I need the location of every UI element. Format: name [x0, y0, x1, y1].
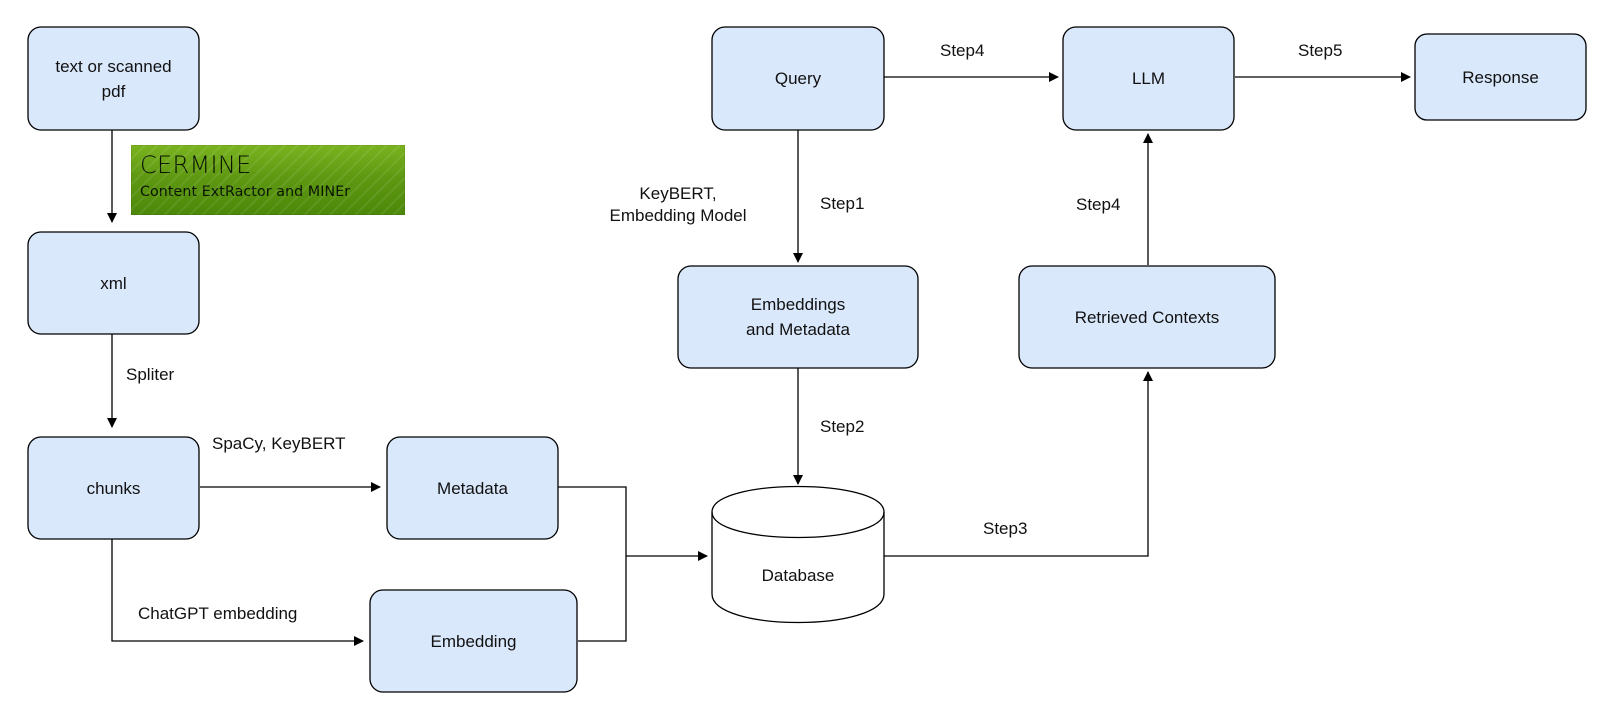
edge-label-step2: Step2 [820, 417, 865, 436]
edge-chunks-to-embedding [111, 539, 364, 646]
edge-metadata-to-database [558, 486, 708, 561]
edge-embedding-to-database [578, 556, 627, 642]
node-chunks [27, 436, 200, 540]
edge-label-step4-right: Step4 [1076, 195, 1121, 214]
cermine-logo: CERMINE Content ExtRactor and MINEr [131, 145, 405, 215]
edge-label-step1: Step1 [820, 194, 865, 213]
edge-label-spacy-keybert: SpaCy, KeyBERT [212, 434, 346, 453]
edge-label-chatgpt-embedding: ChatGPT embedding [138, 604, 298, 623]
node-database [711, 485, 885, 624]
edge-label-step4-top: Step4 [940, 41, 985, 60]
node-source [27, 26, 200, 131]
edge-label-keybert-embedding-model: KeyBERT, Embedding Model [609, 184, 747, 225]
node-response [1414, 33, 1587, 121]
node-metadata [386, 436, 559, 540]
edge-label-step5: Step5 [1298, 41, 1343, 60]
node-llm [1062, 26, 1235, 131]
node-retrieved-contexts [1018, 265, 1276, 369]
node-xml [27, 231, 200, 335]
node-embedding [369, 589, 578, 693]
edge-database-to-contexts [884, 371, 1153, 557]
cermine-logo-subtitle: Content ExtRactor and MINEr [140, 184, 351, 200]
node-query [711, 26, 885, 131]
cermine-logo-title: CERMINE [140, 151, 252, 179]
edge-label-step3: Step3 [983, 519, 1028, 538]
node-embeddings-metadata [677, 265, 919, 369]
edge-label-spliter: Spliter [126, 365, 175, 384]
connectors [107, 72, 1411, 646]
